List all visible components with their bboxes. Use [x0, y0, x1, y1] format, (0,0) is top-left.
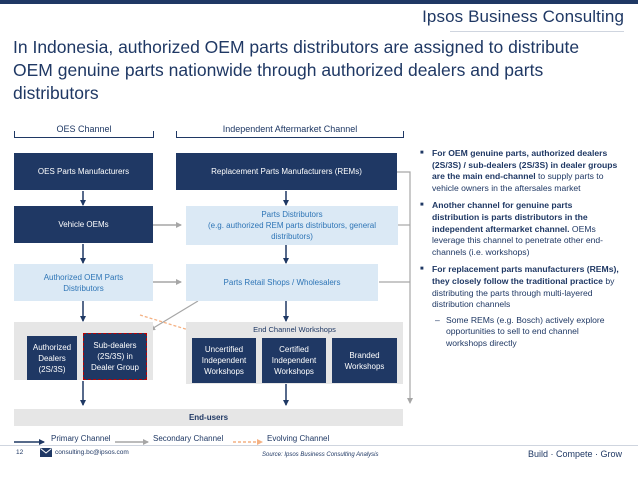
node-certified-workshops: Certified Independent Workshops	[262, 338, 326, 383]
node-sub-dealers: Sub-dealers (2S/3S) in Dealer Group	[83, 333, 147, 380]
email-icon	[40, 448, 52, 457]
workshops-panel-label: End Channel Workshops	[253, 325, 336, 334]
contact-email[interactable]: consulting.bc@ipsos.com	[55, 449, 129, 456]
node-rems: Replacement Parts Manufacturers (REMs)	[176, 153, 397, 190]
legend-evolving-label: Evolving Channel	[267, 434, 330, 443]
iam-rule-tick-right	[403, 131, 404, 138]
arrow-evolving-to-workshops	[139, 314, 209, 338]
bullet-1-strong: For OEM genuine parts, authorized dealer…	[432, 148, 618, 182]
bullet-2-strong: Another channel for genuine parts distri…	[432, 200, 588, 234]
node-vehicle-oems: Vehicle OEMs	[14, 206, 153, 243]
node-retail-shops: Parts Retail Shops / Wholesalers	[186, 264, 378, 301]
page-title: In Indonesia, authorized OEM parts distr…	[13, 37, 580, 103]
node-authorized-dealers: Authorized Dealers (2S/3S)	[27, 336, 77, 380]
bullet-1-text: to supply parts to vehicle owners in the…	[432, 171, 604, 193]
top-accent-bar	[0, 0, 638, 4]
bullet-list: For OEM genuine parts, authorized dealer…	[420, 148, 620, 356]
node-parts-distributors: Parts Distributors (e.g. authorized REM …	[186, 206, 398, 245]
iam-channel-rule	[176, 137, 404, 138]
line-rems-right	[397, 171, 411, 324]
iam-rule-tick-left	[176, 131, 177, 138]
bullet-3-subitem: Some REMs (e.g. Bosch) actively explore …	[432, 315, 620, 350]
footer-divider	[0, 445, 638, 446]
node-uncertified-workshops: Uncertified Independent Workshops	[192, 338, 256, 383]
oes-rule-tick-left	[14, 131, 15, 138]
legend-primary-label: Primary Channel	[51, 434, 111, 443]
legend-secondary-label: Secondary Channel	[153, 434, 224, 443]
node-oes-manufacturers: OES Parts Manufacturers	[14, 153, 153, 190]
bullet-3-text: by distributing the parts through multi-…	[432, 275, 615, 310]
node-branded-workshops: Branded Workshops	[332, 338, 397, 383]
bullet-3-strong: For replacement parts manufacturers (REM…	[432, 264, 619, 286]
oes-channel-header: OES Channel	[56, 124, 112, 134]
parts-distributors-note: (e.g. authorized REM parts distributors,…	[207, 221, 377, 241]
node-end-users: End-users	[14, 409, 403, 426]
bullet-1: For OEM genuine parts, authorized dealer…	[420, 148, 620, 194]
node-authorized-oem-distributors: Authorized OEM Parts Distributors	[14, 264, 153, 301]
bullet-2: Another channel for genuine parts distri…	[420, 200, 620, 258]
oes-rule-tick-right	[153, 131, 154, 138]
arrow-retail-to-dealers	[149, 300, 199, 331]
page-number: 12	[16, 449, 24, 456]
tagline: Build · Compete · Grow	[527, 449, 622, 459]
oes-channel-rule	[14, 137, 154, 138]
iam-channel-header: Independent Aftermarket Channel	[222, 124, 358, 134]
bullet-3: For replacement parts manufacturers (REM…	[420, 264, 620, 349]
parts-distributors-title: Parts Distributors	[261, 210, 323, 219]
bullet-2-text: OEMs leverage this channel to penetrate …	[432, 223, 604, 257]
source-note: Source: Ipsos Business Consulting Analys…	[262, 452, 379, 458]
brand-divider	[450, 31, 624, 32]
brand-logo: Ipsos Business Consulting	[422, 7, 624, 26]
